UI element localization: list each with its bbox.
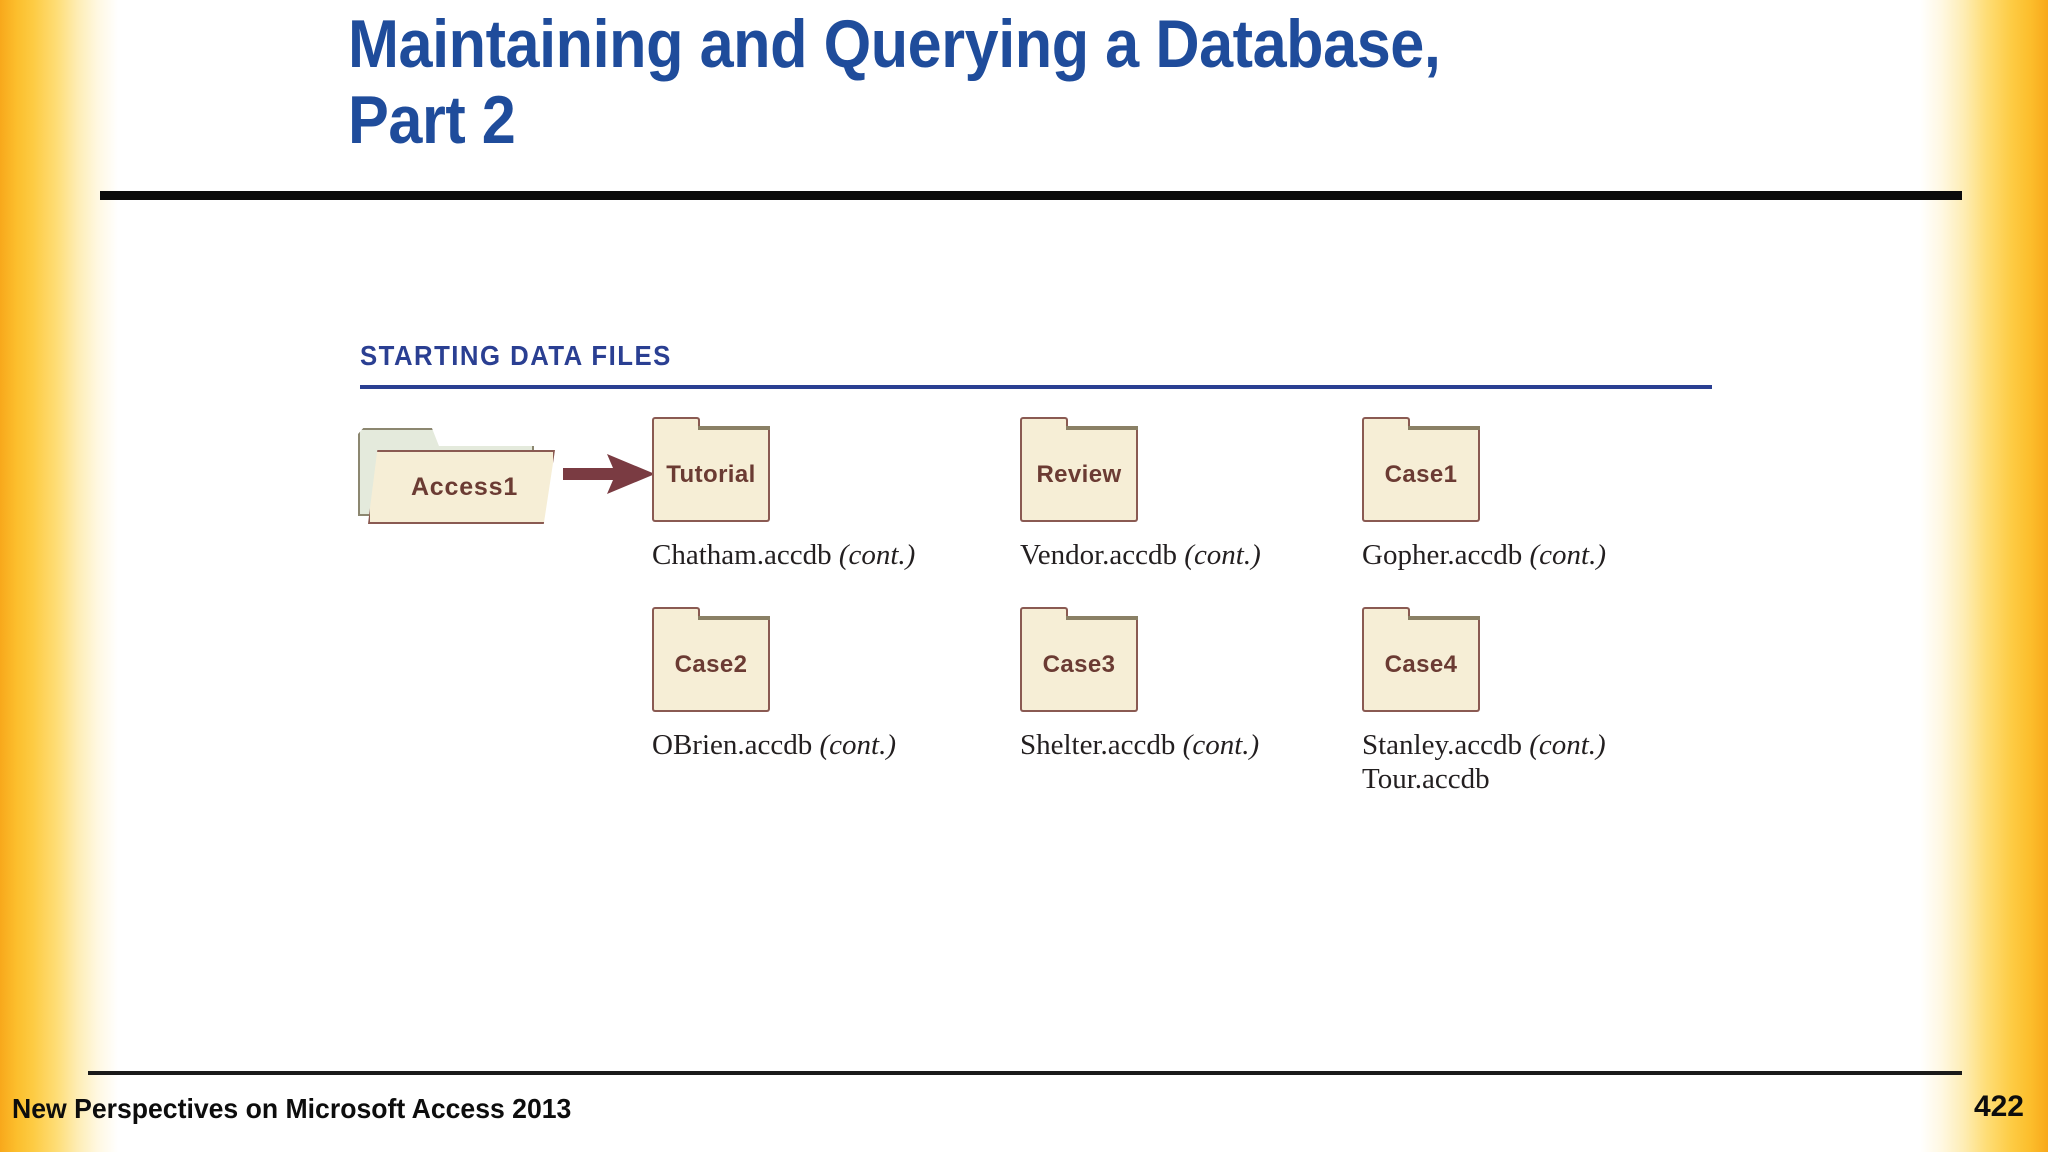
caption-note: (cont.) (1529, 539, 1607, 571)
folder-icon[interactable]: Case1 (1362, 417, 1480, 522)
folder-cell: Case1 Gopher.accdb (cont.) (1362, 417, 1682, 572)
folder-icon[interactable]: Case3 (1020, 607, 1138, 713)
open-folder-label: Access1 (410, 472, 519, 501)
folder-tab (652, 417, 700, 428)
folder-top-edge (1408, 616, 1480, 621)
folder-tab (1362, 417, 1410, 428)
folder-top-edge (698, 616, 770, 621)
caption-extra-filename: Tour.accdb (1362, 763, 1490, 796)
caption-note: (cont.) (1529, 729, 1606, 762)
folder-top-edge (1066, 616, 1138, 621)
folder-front-flap: Access1 (368, 450, 555, 524)
folder-label: Tutorial (666, 461, 756, 488)
footer-book-title: New Perspectives on Microsoft Access 201… (12, 1093, 572, 1124)
folder-cell: Case4 Stanley.accdb (cont.) Tour.accdb (1362, 607, 1682, 796)
folder-caption: Stanley.accdb (cont.) Tour.accdb (1362, 728, 1682, 796)
folder-caption: OBrien.accdb (cont.) (652, 728, 972, 762)
folder-tab (652, 607, 700, 619)
caption-filename: OBrien.accdb (652, 729, 813, 762)
page-title: Maintaining and Querying a Database, Par… (348, 6, 1441, 159)
open-folder-icon[interactable]: Access1 (358, 428, 555, 524)
folder-tab (1362, 607, 1410, 619)
folder-cell: Tutorial Chatham.accdb (cont.) (652, 417, 972, 572)
folder-label: Case1 (1384, 461, 1458, 488)
folder-label: Case4 (1384, 651, 1458, 679)
folder-label: Review (1036, 461, 1122, 488)
caption-filename: Shelter.accdb (1020, 729, 1176, 762)
folder-cell: Case2 OBrien.accdb (cont.) (652, 607, 972, 796)
folder-tab (1020, 417, 1068, 428)
section-divider (360, 385, 1712, 389)
title-block: Maintaining and Querying a Database, Par… (348, 6, 1768, 158)
title-divider (100, 191, 1962, 200)
folder-label: Case2 (674, 651, 748, 679)
source-folder-row: Access1 (358, 428, 655, 524)
folder-top-edge (698, 426, 770, 430)
folder-top-edge (1066, 426, 1138, 430)
caption-filename: Vendor.accdb (1020, 539, 1178, 571)
right-arrow-icon (563, 454, 655, 494)
folder-caption: Shelter.accdb (cont.) (1020, 728, 1340, 762)
folder-cell: Review Vendor.accdb (cont.) (1020, 417, 1340, 572)
caption-note: (cont.) (838, 539, 916, 571)
section-heading: STARTING DATA FILES (360, 340, 672, 371)
caption-filename: Chatham.accdb (652, 539, 832, 571)
folder-caption: Vendor.accdb (cont.) (1020, 538, 1340, 572)
folder-cell: Case3 Shelter.accdb (cont.) (1020, 607, 1340, 796)
caption-filename: Gopher.accdb (1362, 539, 1523, 571)
folder-icon[interactable]: Tutorial (652, 417, 770, 522)
footer-divider (88, 1071, 1962, 1075)
page-number: 422 (1973, 1090, 2024, 1123)
right-accent-gradient (1920, 0, 2048, 1152)
caption-filename: Stanley.accdb (1362, 729, 1522, 762)
folder-label: Case3 (1042, 651, 1116, 679)
folder-icon[interactable]: Case4 (1362, 607, 1480, 713)
caption-note: (cont.) (819, 729, 897, 762)
folder-tab (1020, 607, 1068, 619)
folder-caption: Chatham.accdb (cont.) (652, 538, 972, 572)
folder-grid: Tutorial Chatham.accdb (cont.) Review Ve… (652, 417, 1682, 797)
caption-note: (cont.) (1184, 539, 1261, 571)
starting-data-files-figure: STARTING DATA FILES (360, 340, 1760, 389)
folder-icon[interactable]: Review (1020, 417, 1138, 522)
folder-top-edge (1408, 426, 1480, 430)
folder-caption: Gopher.accdb (cont.) (1362, 538, 1682, 572)
caption-note: (cont.) (1182, 729, 1260, 762)
folder-icon[interactable]: Case2 (652, 607, 770, 713)
left-accent-gradient (0, 0, 118, 1152)
